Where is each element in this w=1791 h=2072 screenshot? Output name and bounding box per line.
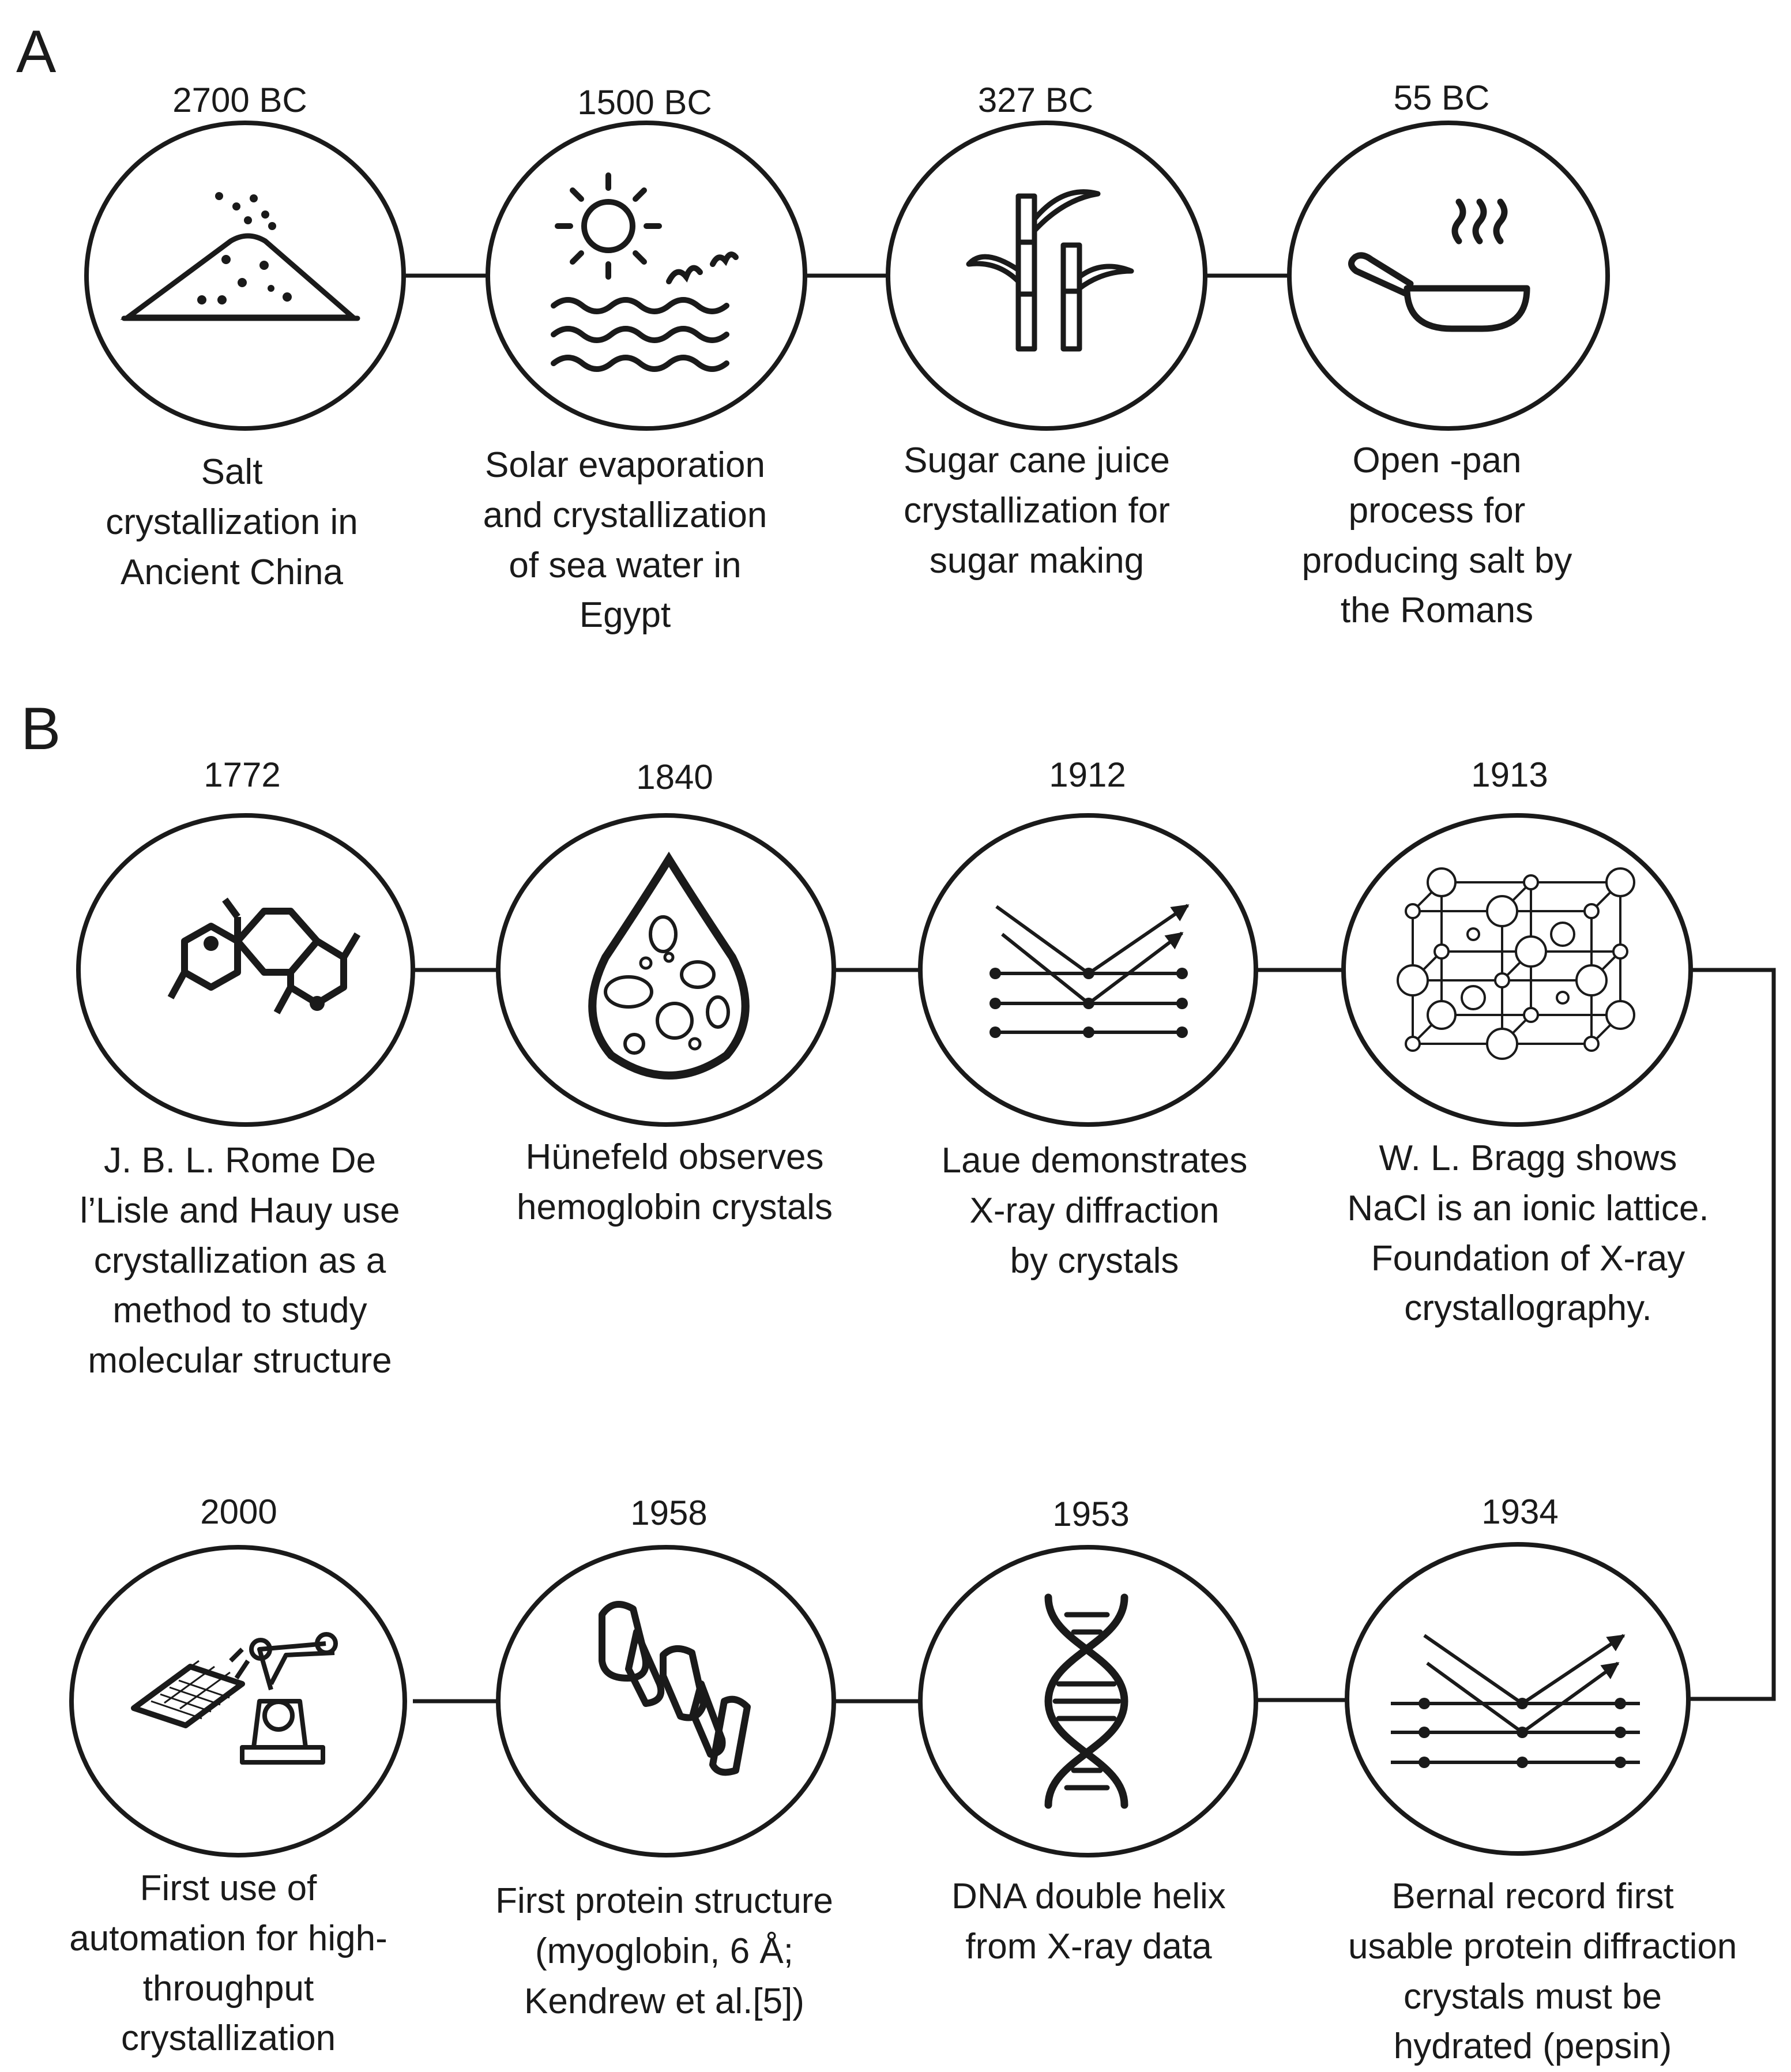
blood-drop-icon xyxy=(588,851,750,1080)
event-description: J. B. L. Rome De l’Lisle and Hauy use cr… xyxy=(55,1136,424,1386)
circle-2700bc xyxy=(84,121,406,431)
circle-1500bc xyxy=(486,121,807,431)
desc-line: Open -pan xyxy=(1352,441,1522,480)
event-year: 327 BC xyxy=(977,81,1094,119)
sun-sea-icon xyxy=(551,172,739,372)
desc-line: and crystallization xyxy=(483,495,767,535)
panel-label-a: A xyxy=(16,18,57,85)
event-year: 1772 xyxy=(204,755,281,794)
desc-line: automation for high- xyxy=(69,1918,387,1958)
desc-line: X-ray diffraction xyxy=(969,1190,1220,1231)
event-description: Salt crystallization in Ancient China xyxy=(47,448,416,597)
desc-line: molecular structure xyxy=(88,1341,392,1381)
event-year: 1500 BC xyxy=(577,83,712,122)
desc-line: hydrated (pepsin) xyxy=(1393,2026,1672,2067)
sugar-cane-icon xyxy=(966,189,1134,352)
robot-arm-icon xyxy=(131,1632,338,1765)
connectors-panel-b xyxy=(413,968,1776,1704)
circle-327bc xyxy=(886,121,1207,431)
desc-line: of sea water in xyxy=(509,545,742,585)
desc-line: hemoglobin crystals xyxy=(517,1187,833,1227)
desc-line: First use of xyxy=(140,1868,317,1908)
circle-1958 xyxy=(496,1545,836,1857)
event-year: 1934 xyxy=(1481,1492,1559,1531)
protein-helix-icon xyxy=(599,1601,751,1776)
desc-line: Bernal record first xyxy=(1391,1877,1674,1916)
desc-line: First protein structure xyxy=(495,1881,833,1921)
desc-line: crystallization as a xyxy=(93,1240,386,1281)
event-circles xyxy=(69,121,1693,1857)
event-description: Solar evaporation and crystallization of… xyxy=(441,441,810,641)
frying-pan-icon xyxy=(1348,198,1530,332)
desc-line: the Romans xyxy=(1340,591,1534,631)
event-description: Bernal record first usable protein diffr… xyxy=(1348,1872,1737,2072)
event-description: Laue demonstrates X-ray diffraction by c… xyxy=(910,1136,1279,1286)
desc-line: Ancient China xyxy=(120,552,344,592)
event-description: W. L. Bragg shows NaCl is an ionic latti… xyxy=(1344,1134,1713,1334)
desc-line: crystallization in xyxy=(106,502,358,542)
desc-line: NaCl is an ionic lattice. xyxy=(1347,1188,1709,1228)
desc-line: Laue demonstrates xyxy=(941,1141,1248,1180)
desc-line: (myoglobin, 6 Å; xyxy=(535,1931,793,1971)
dna-helix-icon xyxy=(1044,1593,1128,1809)
desc-line: DNA double helix xyxy=(951,1877,1226,1916)
desc-line: sugar making xyxy=(929,540,1145,581)
x-ray-diffraction-icon-1934 xyxy=(1391,1634,1640,1768)
event-description: First use of automation for high- throug… xyxy=(44,1864,413,2064)
desc-line: Egypt xyxy=(579,595,671,635)
desc-line: crystals must be xyxy=(1404,1976,1662,2017)
desc-line: Solar evaporation xyxy=(485,445,765,485)
event-year: 1913 xyxy=(1471,755,1548,794)
desc-line: crystallography. xyxy=(1404,1288,1652,1329)
circle-1840 xyxy=(496,813,836,1127)
circle-2000 xyxy=(69,1545,407,1857)
circle-1913 xyxy=(1341,813,1693,1127)
event-year: 2000 xyxy=(200,1492,277,1531)
x-ray-diffraction-icon xyxy=(989,904,1190,1038)
salt-pile-icon xyxy=(120,192,360,321)
desc-line: by crystals xyxy=(1010,1240,1179,1281)
desc-line: crystallization for xyxy=(904,490,1170,531)
desc-line: Foundation of X-ray xyxy=(1371,1238,1685,1278)
desc-line: Hünefeld observes xyxy=(525,1137,824,1177)
event-description: Sugar cane juice crystallization for sug… xyxy=(852,436,1221,586)
event-description: First protein structure (myoglobin, 6 Å;… xyxy=(480,1877,849,2026)
desc-line: Salt xyxy=(201,452,263,492)
desc-line: producing salt by xyxy=(1301,540,1572,581)
event-description: DNA double helix from X-ray data xyxy=(904,1872,1273,1972)
desc-line: process for xyxy=(1348,490,1526,531)
desc-line: usable protein diffraction xyxy=(1348,1926,1737,1966)
circle-55bc xyxy=(1287,121,1610,431)
event-year: 1840 xyxy=(636,758,713,796)
molecule-icon xyxy=(167,897,361,1014)
desc-line: W. L. Bragg shows xyxy=(1379,1138,1677,1178)
event-year: 1953 xyxy=(1052,1495,1130,1533)
circle-1772 xyxy=(76,813,415,1127)
desc-line: Kendrew et al.[5]) xyxy=(524,1981,804,2021)
desc-line: Sugar cane juice xyxy=(904,441,1170,480)
event-year: 2700 BC xyxy=(172,81,307,119)
desc-line: l’Lisle and Hauy use xyxy=(80,1190,400,1231)
event-year: 1912 xyxy=(1049,755,1126,794)
desc-line: J. B. L. Rome De xyxy=(103,1141,377,1180)
desc-line: crystallization xyxy=(121,2018,336,2059)
desc-line: throughput xyxy=(142,1968,314,2009)
panel-label-b: B xyxy=(21,695,61,762)
event-description: Hünefeld observes hemoglobin crystals xyxy=(490,1133,859,1233)
ionic-lattice-icon xyxy=(1397,867,1635,1060)
desc-line: from X-ray data xyxy=(965,1926,1212,1966)
event-year: 55 BC xyxy=(1393,78,1490,117)
event-year: 1958 xyxy=(630,1494,708,1532)
desc-line: method to study xyxy=(112,1291,367,1331)
event-description: Open -pan process for producing salt by … xyxy=(1252,436,1621,636)
